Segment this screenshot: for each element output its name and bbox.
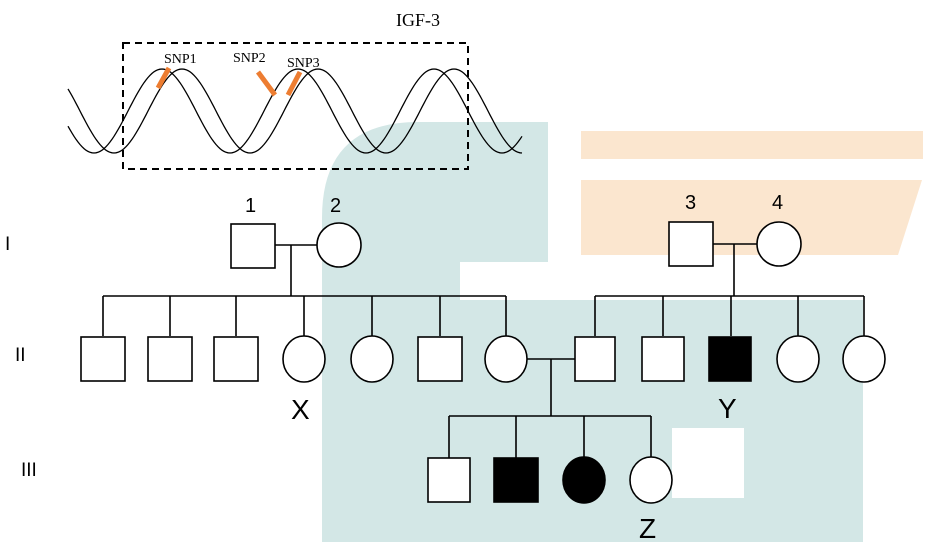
- individual-3-male: [668, 221, 714, 267]
- individual-ii-3-male: [213, 336, 259, 382]
- watermark-teal-notch: [672, 428, 744, 498]
- watermark-logo: [322, 122, 923, 542]
- gene-title: IGF-3: [396, 10, 440, 30]
- gene-region-box: [122, 42, 469, 170]
- pedigree-lines: [102, 243, 865, 458]
- snp3-label: SNP3: [287, 56, 320, 71]
- individual-z-female: [629, 456, 673, 504]
- individual-2-female: [316, 222, 362, 268]
- snp2-marker: [255, 70, 278, 97]
- individual-iii-3-affected-female: [562, 456, 606, 504]
- individual-y-label: Y: [718, 393, 737, 424]
- individual-x-label: X: [291, 394, 310, 425]
- gene-inset: IGF-3 SNP1 SNP2 SNP3: [67, 10, 523, 170]
- individual-1-label: 1: [245, 195, 256, 217]
- dna-strand-1: [67, 68, 523, 154]
- snp1-label: SNP1: [164, 52, 197, 67]
- individual-x-female: [282, 335, 326, 383]
- individual-4-label: 4: [772, 192, 783, 214]
- individual-ii-11-female: [776, 335, 820, 383]
- individual-ii-8-male: [574, 336, 616, 382]
- individual-iii-1-male: [427, 457, 471, 503]
- watermark-peach-stripe: [581, 131, 923, 159]
- generation-ii: X Y: [80, 335, 886, 425]
- watermark-peach-block: [581, 180, 922, 255]
- individual-z-label: Z: [639, 513, 656, 542]
- generation-iii: Z: [427, 456, 673, 542]
- individual-1-male: [230, 223, 276, 269]
- generation-label-ii: II: [15, 345, 26, 366]
- snp2-label: SNP2: [233, 51, 266, 66]
- individual-ii-1-male: [80, 336, 126, 382]
- generation-i: 1 2 3 4: [230, 192, 802, 269]
- generation-label-i: I: [5, 234, 10, 255]
- individual-ii-2-male: [147, 336, 193, 382]
- snp3-marker: [285, 70, 303, 97]
- individual-iii-2-affected-male: [493, 457, 539, 503]
- individual-ii-9-male: [641, 336, 685, 382]
- individual-ii-12-female: [842, 335, 886, 383]
- individual-ii-5-female: [350, 335, 394, 383]
- individual-ii-7-female: [484, 335, 528, 383]
- individual-2-label: 2: [330, 195, 341, 217]
- dna-strand-2: [67, 68, 523, 154]
- individual-y-affected-male: [708, 336, 752, 382]
- individual-4-female: [756, 221, 802, 267]
- snp1-marker: [155, 66, 172, 90]
- generation-label-iii: III: [21, 460, 37, 481]
- watermark-teal-shape: [322, 122, 645, 542]
- individual-ii-6-male: [417, 336, 463, 382]
- individual-3-label: 3: [685, 192, 696, 214]
